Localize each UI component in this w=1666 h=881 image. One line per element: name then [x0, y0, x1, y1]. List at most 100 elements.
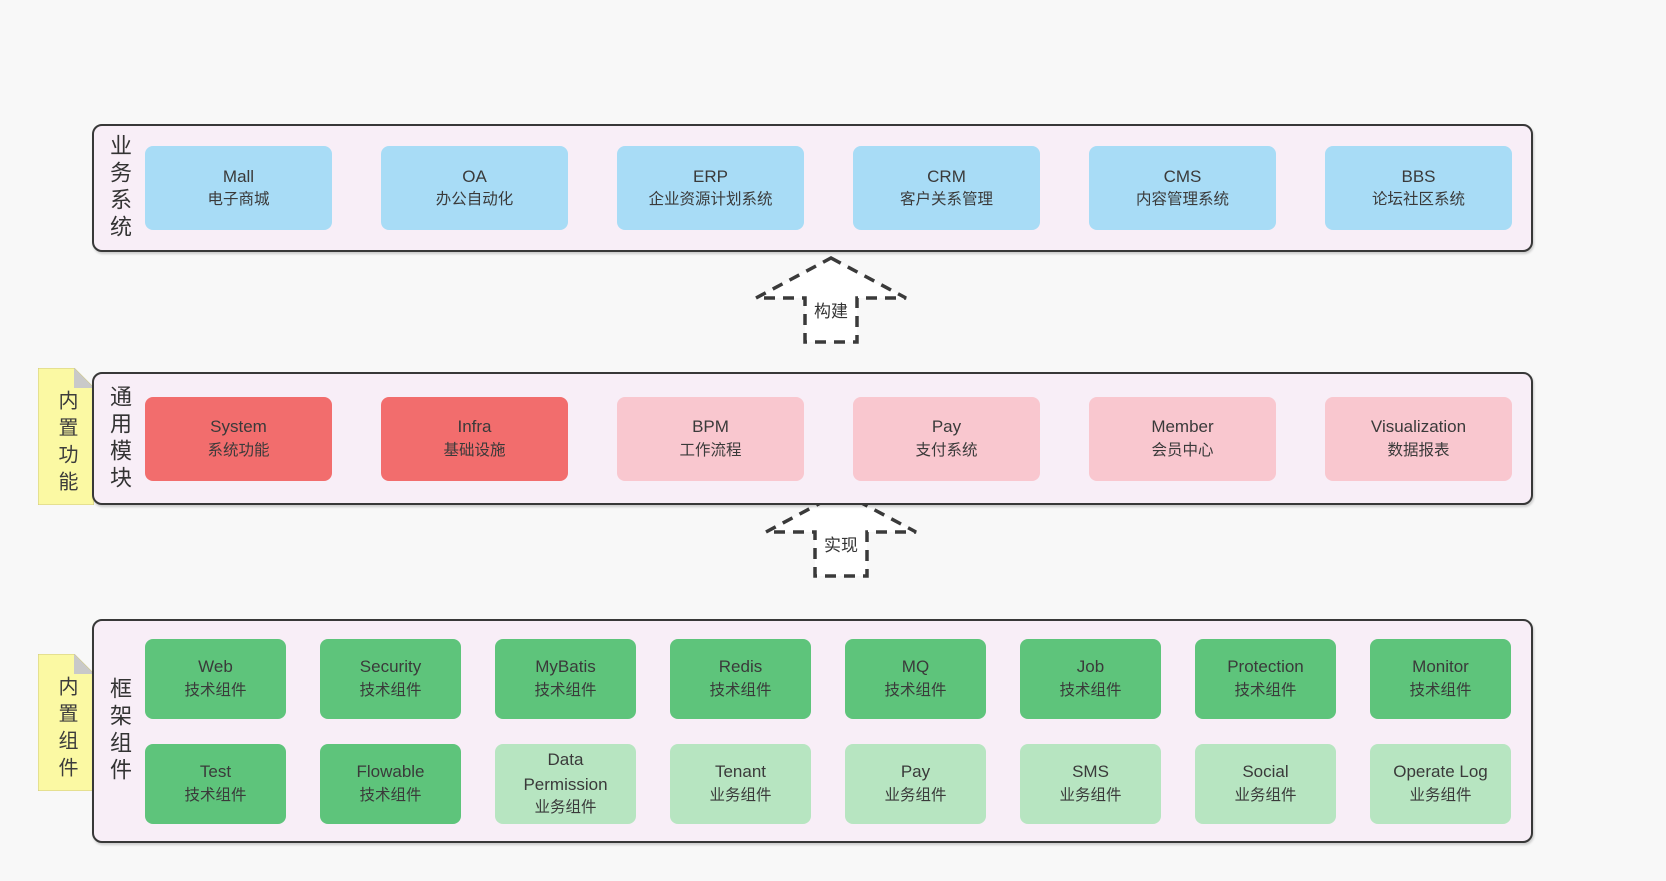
module-subtitle: 内容管理系统: [1135, 191, 1229, 209]
module-subtitle: 业务组件: [884, 786, 947, 804]
module-box: ERP 企业资源计划系统: [617, 146, 804, 230]
sticky-note-built-in-features: 内置功能: [38, 368, 94, 505]
module-title: CMS: [1163, 166, 1202, 186]
module-subtitle: 技术组件: [359, 681, 422, 699]
module-subtitle: 技术组件: [709, 681, 772, 699]
module-title: BPM: [692, 417, 729, 437]
module-subtitle: 系统功能: [207, 441, 270, 459]
module-title: Web: [198, 657, 233, 677]
module-box: OA 办公自动化: [381, 146, 568, 230]
module-title: Flowable: [356, 762, 425, 782]
module-subtitle: 技术组件: [1409, 681, 1472, 699]
module-title: Pay: [900, 762, 931, 782]
module-title: Data Permission: [523, 750, 608, 794]
sticky-note-shape: [38, 368, 94, 505]
module-title: Visualization: [1370, 417, 1467, 437]
module-title: Infra: [457, 417, 492, 437]
common-modules-section: 通用模块 System 系统功能 Infra 基础设施 BPM 工作流程 Pay…: [92, 372, 1533, 505]
note-label: 内置功能: [55, 390, 77, 498]
module-subtitle: 业务组件: [534, 798, 597, 816]
module-box: Pay 支付系统: [853, 396, 1040, 481]
module-subtitle: 技术组件: [359, 786, 422, 804]
module-box: Job 技术组件: [1020, 638, 1161, 719]
module-subtitle: 会员中心: [1151, 441, 1214, 459]
module-subtitle: 业务组件: [1059, 786, 1122, 804]
framework-components-row-1: Web 技术组件 Security 技术组件 MyBatis 技术组件 Redi…: [145, 638, 1531, 719]
module-box: Infra 基础设施: [381, 396, 568, 481]
module-title: Monitor: [1412, 657, 1469, 677]
module-subtitle: 业务组件: [1234, 786, 1297, 804]
module-box: MyBatis 技术组件: [495, 638, 636, 719]
module-box: Operate Log 业务组件: [1370, 743, 1511, 824]
module-title: Protection: [1227, 657, 1304, 677]
arrow-label: 实现: [824, 536, 858, 555]
framework-components-section: 框架组件 Web 技术组件 Security 技术组件 MyBatis 技术组件…: [92, 619, 1533, 843]
module-subtitle: 数据报表: [1387, 441, 1450, 459]
module-title: Redis: [718, 657, 763, 677]
module-box: Test 技术组件: [145, 743, 286, 824]
module-subtitle: 技术组件: [1059, 681, 1122, 699]
common-modules-row: System 系统功能 Infra 基础设施 BPM 工作流程 Pay 支付系统…: [145, 396, 1531, 481]
section-label-common-modules: 通用模块: [107, 384, 132, 493]
module-title: SMS: [1072, 762, 1109, 782]
module-subtitle: 基础设施: [443, 441, 506, 459]
framework-components-row-2: Test 技术组件 Flowable 技术组件 Data Permission …: [145, 743, 1531, 824]
module-box: Mall 电子商城: [145, 146, 332, 230]
module-title: Social: [1242, 762, 1289, 782]
module-title: CRM: [927, 166, 966, 186]
module-subtitle: 支付系统: [915, 441, 978, 459]
business-systems-row: Mall 电子商城 OA 办公自动化 ERP 企业资源计划系统 CRM 客户关系…: [145, 146, 1531, 230]
module-title: BBS: [1401, 166, 1436, 186]
module-title: OA: [462, 166, 487, 186]
module-box: Pay 业务组件: [845, 743, 986, 824]
module-subtitle: 电子商城: [207, 191, 270, 209]
module-title: Security: [359, 657, 422, 677]
module-subtitle: 工作流程: [679, 441, 742, 459]
module-title: Tenant: [714, 762, 767, 782]
module-subtitle: 论坛社区系统: [1371, 191, 1465, 209]
module-title: MQ: [901, 657, 930, 677]
module-title: Operate Log: [1393, 762, 1488, 782]
module-box: BPM 工作流程: [617, 396, 804, 481]
module-box: System 系统功能: [145, 396, 332, 481]
arrow-label: 构建: [814, 302, 848, 321]
implement-arrow: 实现: [765, 490, 917, 578]
module-subtitle: 企业资源计划系统: [648, 191, 773, 209]
module-box: Monitor 技术组件: [1370, 638, 1511, 719]
module-box: Web 技术组件: [145, 638, 286, 719]
business-systems-section: 业务系统 Mall 电子商城 OA 办公自动化 ERP 企业资源计划系统 CRM…: [92, 124, 1533, 252]
module-subtitle: 技术组件: [1234, 681, 1297, 699]
section-label-business-systems: 业务系统: [107, 134, 132, 242]
module-subtitle: 技术组件: [534, 681, 597, 699]
module-box: CRM 客户关系管理: [853, 146, 1040, 230]
module-subtitle: 技术组件: [184, 681, 247, 699]
module-box: Protection 技术组件: [1195, 638, 1336, 719]
module-subtitle: 业务组件: [709, 786, 772, 804]
module-box: Data Permission 业务组件: [495, 743, 636, 824]
module-subtitle: 技术组件: [184, 786, 247, 804]
module-box: MQ 技术组件: [845, 638, 986, 719]
module-box: Flowable 技术组件: [320, 743, 461, 824]
note-label: 内置组件: [55, 676, 77, 784]
module-subtitle: 技术组件: [884, 681, 947, 699]
module-box: Security 技术组件: [320, 638, 461, 719]
module-subtitle: 客户关系管理: [899, 191, 993, 209]
sticky-note-built-in-components: 内置组件: [38, 654, 94, 791]
module-box: CMS 内容管理系统: [1089, 146, 1276, 230]
module-box: SMS 业务组件: [1020, 743, 1161, 824]
module-title: Pay: [931, 417, 962, 437]
module-box: Member 会员中心: [1089, 396, 1276, 481]
module-title: Member: [1151, 417, 1214, 437]
module-box: Tenant 业务组件: [670, 743, 811, 824]
module-title: MyBatis: [535, 657, 596, 677]
module-box: Social 业务组件: [1195, 743, 1336, 824]
build-arrow: 构建: [755, 256, 907, 344]
module-title: Mall: [222, 166, 255, 186]
sticky-note-shape: [38, 654, 94, 791]
module-title: ERP: [693, 166, 728, 186]
module-title: Test: [199, 762, 232, 782]
module-box: Visualization 数据报表: [1325, 396, 1512, 481]
module-box: Redis 技术组件: [670, 638, 811, 719]
module-title: System: [210, 417, 267, 437]
